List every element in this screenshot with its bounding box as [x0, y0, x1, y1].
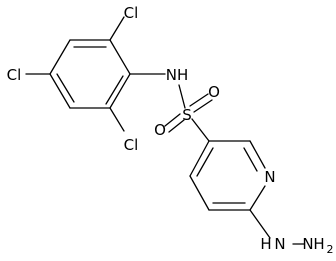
bond: [109, 39, 131, 75]
bond: [189, 175, 210, 211]
chlorine-top-label: Cl: [124, 4, 139, 22]
hydrazine-n1-label: N: [274, 235, 285, 253]
hydrazine-n2-label: N: [302, 235, 313, 253]
sulfur-label: S: [182, 106, 192, 124]
bond: [249, 185, 266, 211]
atom-labels: Cl Cl Cl NH S O O N H N N H 2: [7, 4, 334, 256]
bond: [189, 93, 209, 107]
chlorine-bottom-label: Cl: [124, 136, 139, 154]
bond: [168, 119, 185, 133]
bond: [164, 113, 181, 127]
oxygen-top-label: O: [208, 83, 220, 101]
hydrazine-h2-label: H: [313, 235, 324, 253]
hydrazine-h-label: H: [260, 235, 271, 253]
chlorine-left-label: Cl: [7, 66, 22, 84]
bond: [191, 118, 210, 142]
bond: [49, 73, 71, 109]
oxygen-left-label: O: [154, 121, 166, 139]
bonds: [25, 16, 305, 245]
bond: [56, 73, 75, 103]
bond: [249, 140, 266, 169]
bond: [105, 75, 124, 105]
bond: [243, 147, 258, 172]
bond: [193, 99, 213, 113]
hydrazine-subscript: 2: [327, 243, 334, 256]
bond: [109, 107, 125, 132]
pyridine-nitrogen-label: N: [264, 168, 275, 186]
bond: [249, 209, 271, 239]
bond: [178, 84, 186, 109]
bond: [189, 140, 210, 177]
nh-label: NH: [166, 66, 189, 84]
bond: [196, 147, 214, 177]
bond: [49, 39, 71, 75]
bond: [109, 73, 131, 109]
bond: [109, 16, 125, 41]
